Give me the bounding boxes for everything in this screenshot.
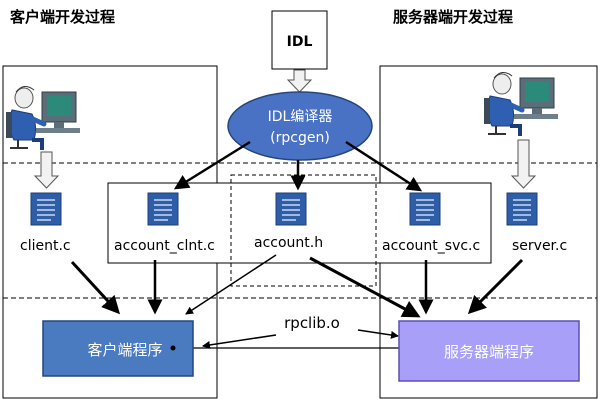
rpclib-label: rpclib.o [284, 314, 340, 332]
idl-to-compiler-arrow [286, 69, 313, 93]
account-h-label: account.h [254, 235, 323, 251]
server-program-box [398, 320, 580, 382]
connection-origin-dot [170, 345, 176, 351]
rpclib-to-server-arrow [357, 329, 399, 339]
idl-label: IDL [287, 34, 313, 50]
idl-file-box [271, 10, 328, 70]
account-svc-label: account_svc.c [382, 238, 480, 254]
shared-header-dashed-box [230, 174, 377, 287]
account-svc-file-icon [409, 192, 441, 226]
client-program-label: 客户端程序 [87, 341, 162, 359]
client-c-label: client.c [20, 238, 71, 254]
client-process-heading: 客户端开发过程 [9, 8, 115, 26]
client-developer-icon [6, 86, 80, 150]
server-process-heading: 服务器端开发过程 [393, 8, 513, 26]
client-c-file-icon [30, 192, 62, 226]
header-to-client-program-arrow [185, 254, 277, 315]
account-h-file-icon [275, 192, 307, 226]
server-developer-icon [484, 72, 558, 136]
server-c-label: server.c [512, 238, 567, 254]
compiler-to-clnt-arrow [173, 140, 251, 190]
idl-compiler-node [227, 91, 373, 161]
account-clnt-file-icon [147, 192, 179, 226]
account-clnt-label: account_clnt.c [114, 238, 215, 254]
compiler-title: IDL编译器 [268, 109, 333, 125]
client-developer-down-arrow [33, 151, 60, 189]
server-developer-down-arrow [510, 139, 537, 189]
client-program-box [42, 320, 194, 377]
server-c-file-icon [506, 192, 538, 226]
header-to-server-program-arrow [309, 256, 421, 318]
rpclib-to-client-arrow [202, 334, 277, 349]
server-program-label: 服务器端程序 [444, 343, 534, 361]
client-c-to-client-program-arrow [70, 260, 121, 315]
compiler-to-svc-arrow [345, 140, 423, 192]
server-c-to-server-program-arrow [467, 258, 524, 315]
compiler-subtitle: (rpcgen) [270, 130, 330, 146]
